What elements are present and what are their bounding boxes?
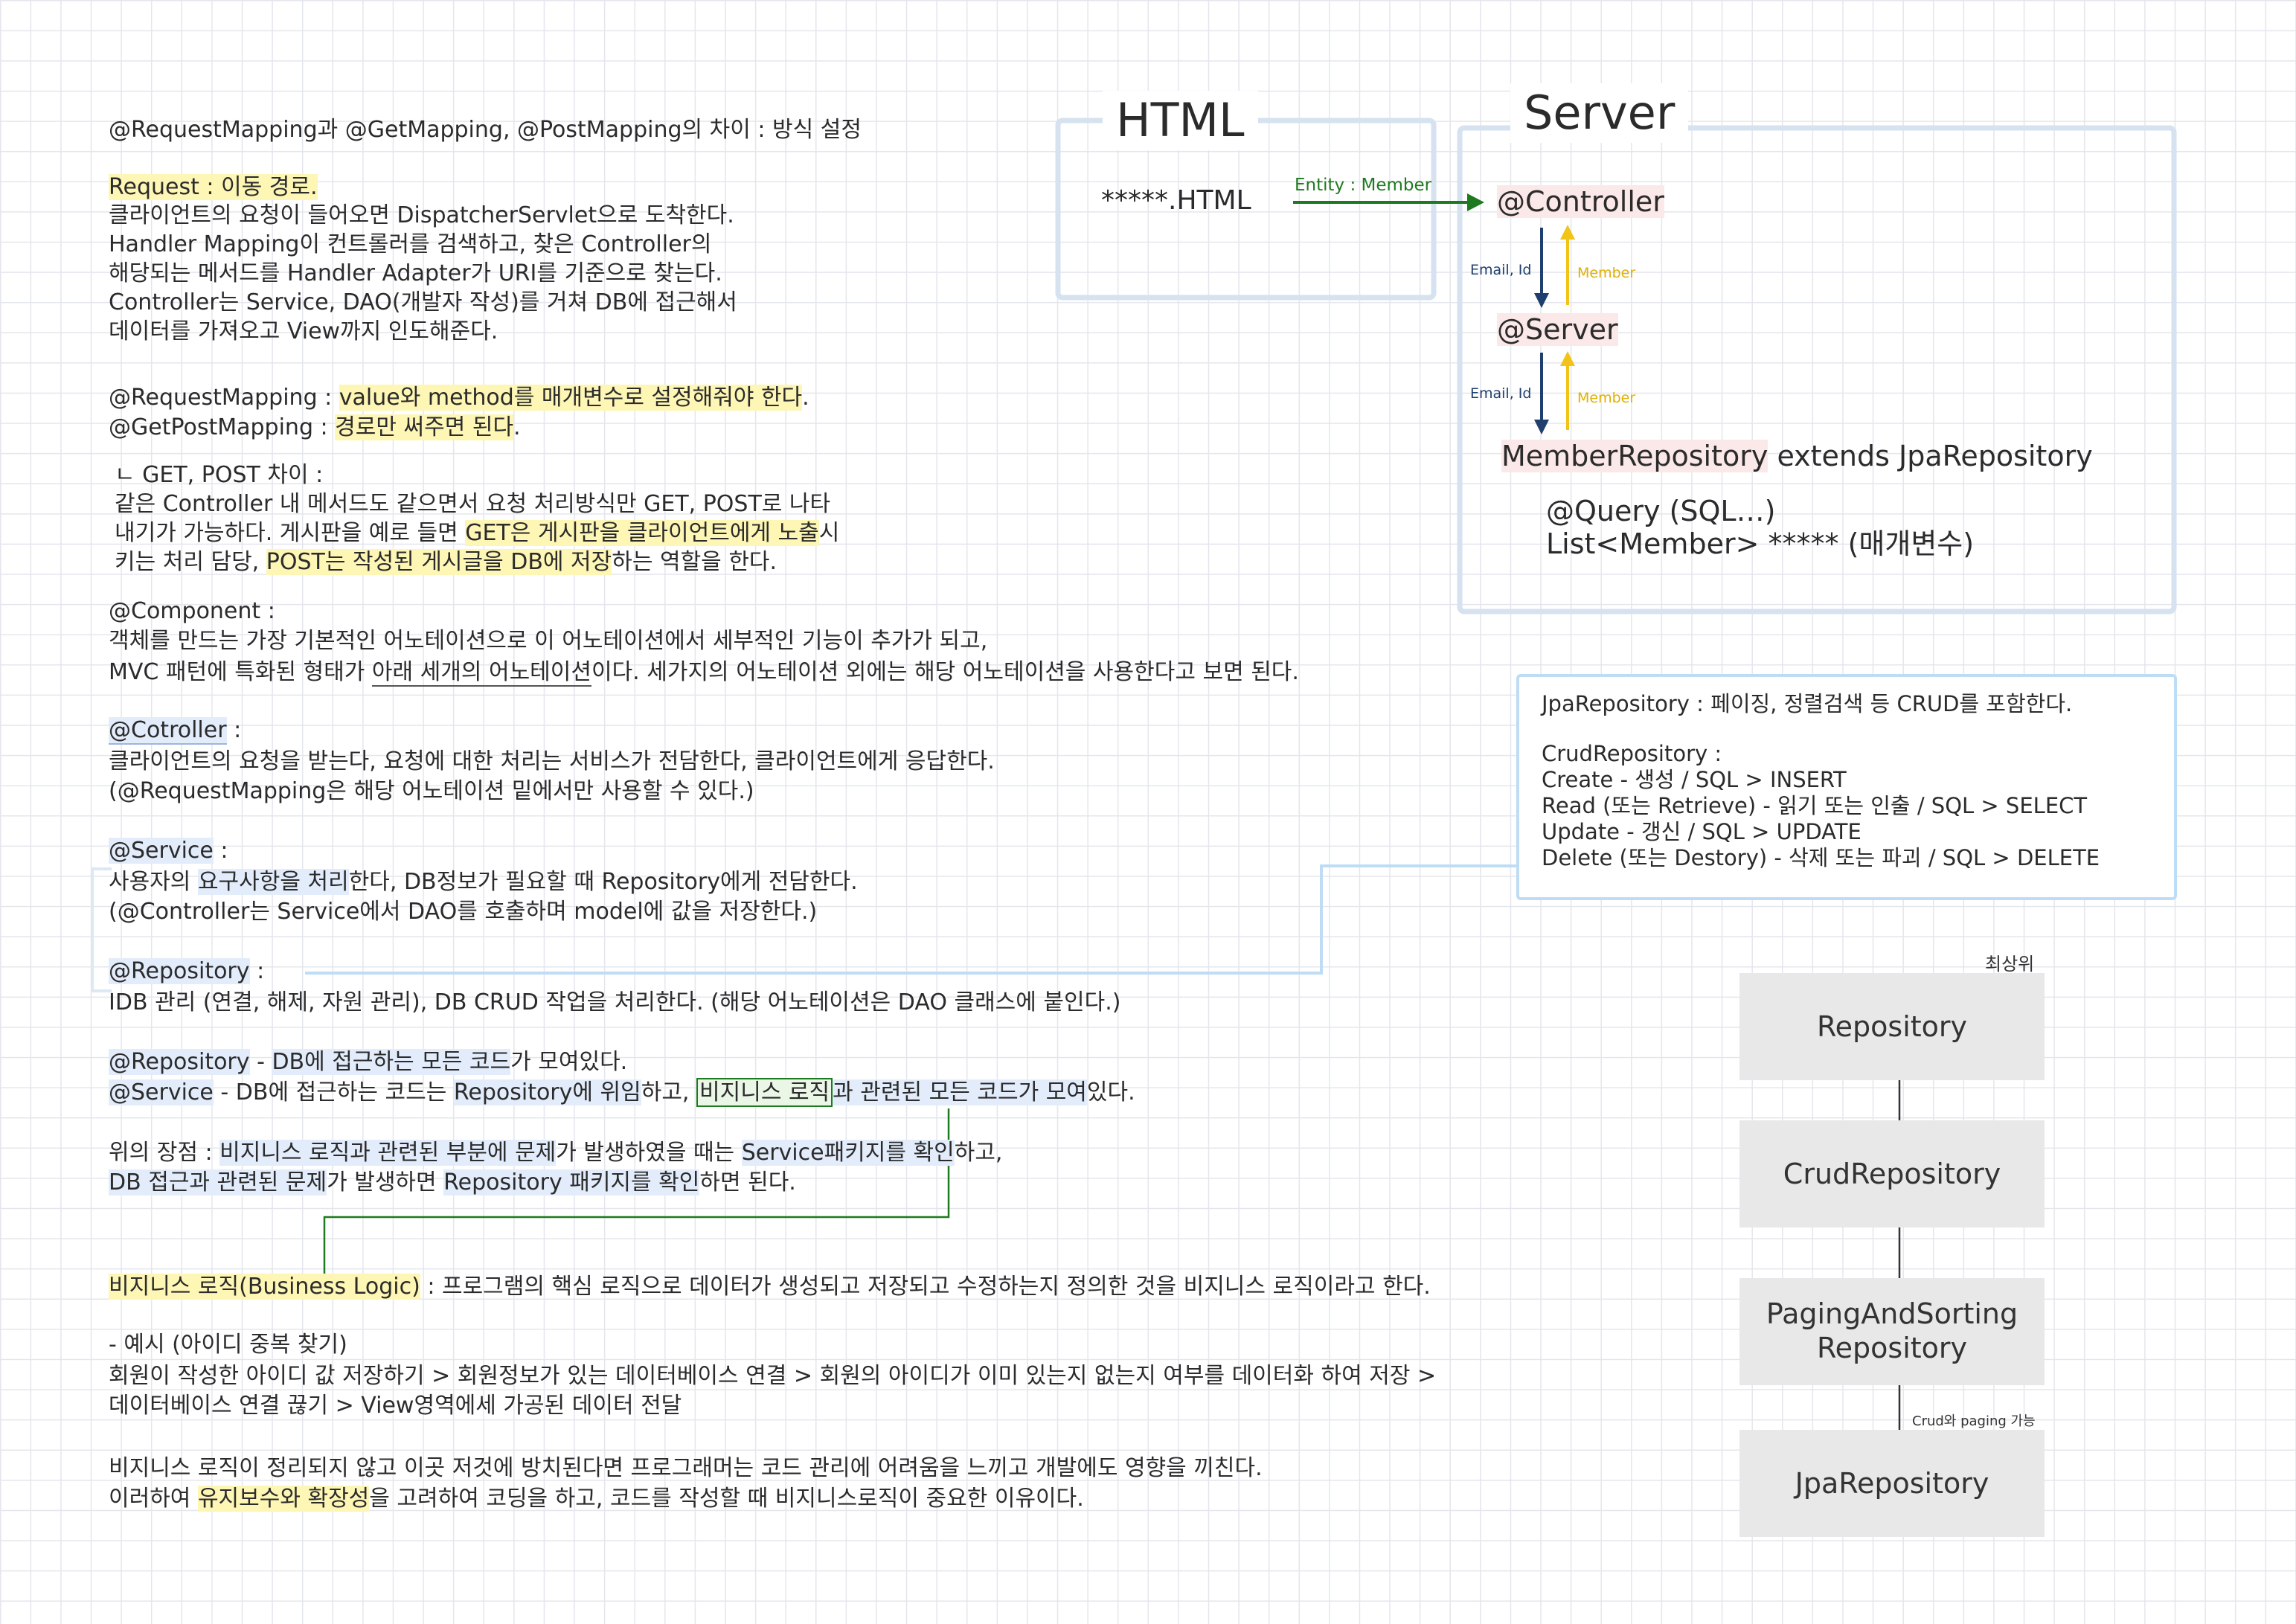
server-frame [1457,125,2177,614]
repository-heading: @Repository : [109,958,265,984]
controller-heading: @Cotroller : [109,717,242,745]
compare-line-service: @Service - DB에 접근하는 코드는 Repository에 위임하고… [109,1078,1135,1107]
example-line: 데이터베이스 연결 끊기 > View영역에세 가공된 데이터 전달 [109,1393,682,1419]
hierarchy-jpa-repository: JpaRepository [1739,1430,2045,1537]
blue-bracket [91,867,112,992]
component-heading: @Component : [109,598,275,624]
service-line: (@Controller는 Service에서 DAO를 호출하며 model에… [109,899,818,925]
crud-paging-note: Crud와 paging 가능 [1912,1413,2036,1429]
server-node: @Server [1497,313,1618,346]
getpost-mapping-line: @GetPostMapping : 경로만 써주면 된다. [109,414,521,440]
diff-line: 같은 Controller 내 메서드도 같으면서 요청 처리방식만 GET, … [115,491,831,517]
paging-line2: Repository [1816,1332,1968,1364]
list-line: List<Member> ***** (매개변수) [1546,527,1975,560]
example-line: 회원이 작성한 아이디 값 저장하기 > 회원정보가 있는 데이터베이스 연결 … [109,1363,1437,1389]
request-line: 해당되는 메서드를 Handler Adapter가 URI를 기준으로 찾는다… [109,260,722,286]
request-line: 클라이언트의 요청이 들어오면 DispatcherServlet으로 도착한다… [109,202,734,228]
jpa-info-line: JpaRepository : 페이징, 정렬검색 등 CRUD를 포함한다. [1542,691,2073,716]
diff-line: 내기가 가능하다. 게시판을 예로 들면 GET은 게시판을 클라이언트에게 노… [115,520,840,546]
blue-connector [305,864,1518,975]
compare-line-repository: @Repository - DB에 접근하는 모든 코드가 모여있다. [109,1049,628,1075]
component-line: 객체를 만드는 가장 기본적인 어노테이션으로 이 어노테이션에서 세부적인 기… [109,628,988,654]
business-logic-box: 비지니스 로직 [696,1078,833,1107]
hierarchy-repository: Repository [1739,973,2045,1080]
hierarchy-crud-repository: CrudRepository [1739,1120,2045,1227]
component-line: MVC 패턴에 특화된 형태가 아래 세개의 어노테이션이다. 세가지의 어노테… [109,659,1299,687]
request-params-label: Email, Id [1470,262,1532,278]
request-line: Handler Mapping이 컨트롤러를 검색하고, 찾은 Controll… [109,231,712,257]
repository-node: MemberRepository extends JpaRepository [1501,440,2093,472]
controller-line: (@RequestMapping은 해당 어노테이션 밑에서만 사용할 수 있다… [109,778,754,804]
notes-title: @RequestMapping과 @GetMapping, @PostMappi… [109,117,862,143]
crud-heading: CrudRepository : [1542,741,1722,766]
advantage-line: DB 접근과 관련된 문제가 발생하면 Repository 패키지를 확인하면… [109,1169,796,1195]
conclusion-line: 비지니스 로직이 정리되지 않고 이곳 저것에 방치된다면 프로그래머는 코드 … [109,1455,1263,1481]
entity-label: Entity : Member [1295,176,1432,195]
request-line: 데이터를 가져오고 View까지 인도해준다. [109,318,498,344]
response-label: Member [1577,265,1636,281]
paging-line1: PagingAndSorting [1766,1297,2018,1330]
request-heading: Request : 이동 경로. [109,174,318,200]
top-level-label: 최상위 [1985,954,2035,975]
html-title: HTML [1103,91,1258,150]
diff-line: 키는 처리 담당, POST는 작성된 게시글을 DB에 저장하는 역할을 한다… [115,549,777,575]
request-mapping-line: @RequestMapping : value와 method를 매개변수로 설… [109,385,809,411]
request-params-label: Email, Id [1470,385,1532,402]
html-file: *****.HTML [1101,185,1251,216]
crud-create: Create - 생성 / SQL > INSERT [1542,767,1847,792]
service-line: 사용자의 요구사항을 처리한다, DB정보가 필요할 때 Repository에… [109,869,858,895]
repository-line: IDB 관리 (연결, 해제, 자원 관리), DB CRUD 작업을 처리한다… [109,989,1121,1015]
response-label: Member [1577,390,1636,406]
service-heading: @Service : [109,838,228,864]
controller-node: @Controller [1497,185,1664,218]
diff-heading: ㄴ GET, POST 차이 : [115,462,324,488]
request-line: Controller는 Service, DAO(개발자 작성)를 거쳐 DB에… [109,289,737,315]
server-title: Server [1510,83,1689,143]
advantage-line: 위의 장점 : 비지니스 로직과 관련된 부분에 문제가 발생하였을 때는 Se… [109,1140,1003,1166]
conclusion-line: 이러하여 유지보수와 확장성을 고려하여 코딩을 하고, 코드를 작성할 때 비… [109,1486,1084,1512]
jpa-info-frame [1516,674,2177,900]
crud-delete: Delete (또는 Destory) - 삭제 또는 파괴 / SQL > D… [1542,845,2100,870]
crud-read: Read (또는 Retrieve) - 읽기 또는 인출 / SQL > SE… [1542,793,2088,818]
example-heading: - 예시 (아이디 중복 찾기) [109,1332,347,1358]
query-line: @Query (SQL…) [1546,495,1776,527]
hierarchy-paging-sorting-repository: PagingAndSorting Repository [1739,1278,2045,1385]
business-logic-line: 비지니스 로직(Business Logic) : 프로그램의 핵심 로직으로 … [109,1274,1431,1300]
controller-line: 클라이언트의 요청을 받는다, 요청에 대한 처리는 서비스가 전담한다, 클라… [109,748,995,774]
crud-update: Update - 갱신 / SQL > UPDATE [1542,819,1862,844]
